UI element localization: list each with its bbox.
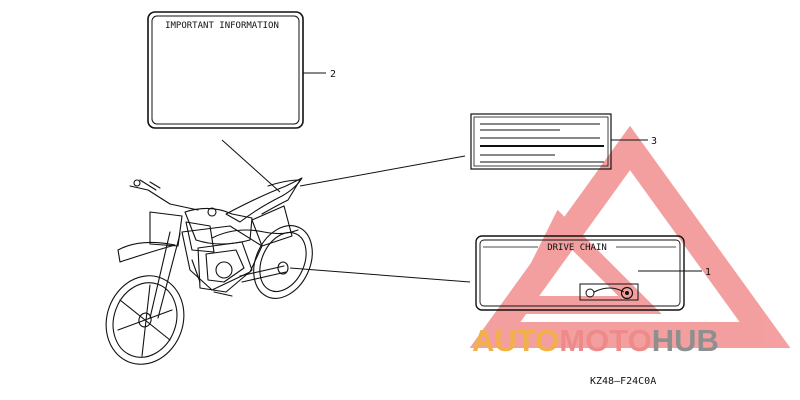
label1-outer-border xyxy=(475,235,685,311)
handlebars xyxy=(129,179,199,211)
front-fender xyxy=(117,241,176,263)
footpeg xyxy=(213,291,233,297)
dirt-bike-illustration xyxy=(105,177,313,365)
warning-text-label xyxy=(470,113,612,170)
watermark-hub-text: HUB xyxy=(652,323,719,358)
front-fork xyxy=(149,231,181,319)
drive-chain-text: DRIVE CHAIN xyxy=(547,243,607,253)
leader-label1-to-bike xyxy=(289,267,471,283)
callout-number-1: 1 xyxy=(705,267,711,278)
leader-label2-to-bike xyxy=(221,139,281,193)
watermark-triangle-inner xyxy=(505,209,662,314)
swingarm xyxy=(239,265,287,283)
important-information-label: IMPORTANT INFORMATION xyxy=(147,11,304,129)
leader-label3-to-bike xyxy=(299,155,466,187)
radiator-shroud xyxy=(185,221,215,253)
engine xyxy=(191,241,253,293)
label-inner-border xyxy=(151,15,300,125)
watermark-logo xyxy=(469,125,791,348)
fuel-tank xyxy=(184,207,253,245)
svg-text:AUTOMOTOHUB: AUTOMOTOHUB xyxy=(472,323,719,358)
part-code: KZ48—F24C0A xyxy=(590,376,656,387)
seat xyxy=(225,177,303,223)
front-wheel xyxy=(105,275,185,365)
number-plate xyxy=(149,211,183,247)
rear-fender xyxy=(261,179,301,215)
rear-wheel xyxy=(253,225,313,299)
watermark-moto-text: MOTO xyxy=(559,323,651,358)
important-information-text: IMPORTANT INFORMATION xyxy=(165,21,279,31)
callout-number-3: 3 xyxy=(651,136,657,147)
watermark-wordmark: AUTOMOTOHUB xyxy=(472,323,719,358)
exhaust-pipe xyxy=(211,229,299,239)
label3-border xyxy=(470,113,612,170)
side-panel xyxy=(251,205,293,247)
label3-inner-border xyxy=(473,116,609,167)
label1-inner-border xyxy=(479,239,681,307)
drive-chain-label: DRIVE CHAIN xyxy=(475,235,685,311)
watermark-triangle-outer xyxy=(469,125,791,348)
label-outer-border xyxy=(147,11,304,129)
chain-sprocket-icon xyxy=(579,283,639,301)
callout-number-2: 2 xyxy=(330,69,336,80)
watermark-auto-text: AUTO xyxy=(472,323,559,358)
